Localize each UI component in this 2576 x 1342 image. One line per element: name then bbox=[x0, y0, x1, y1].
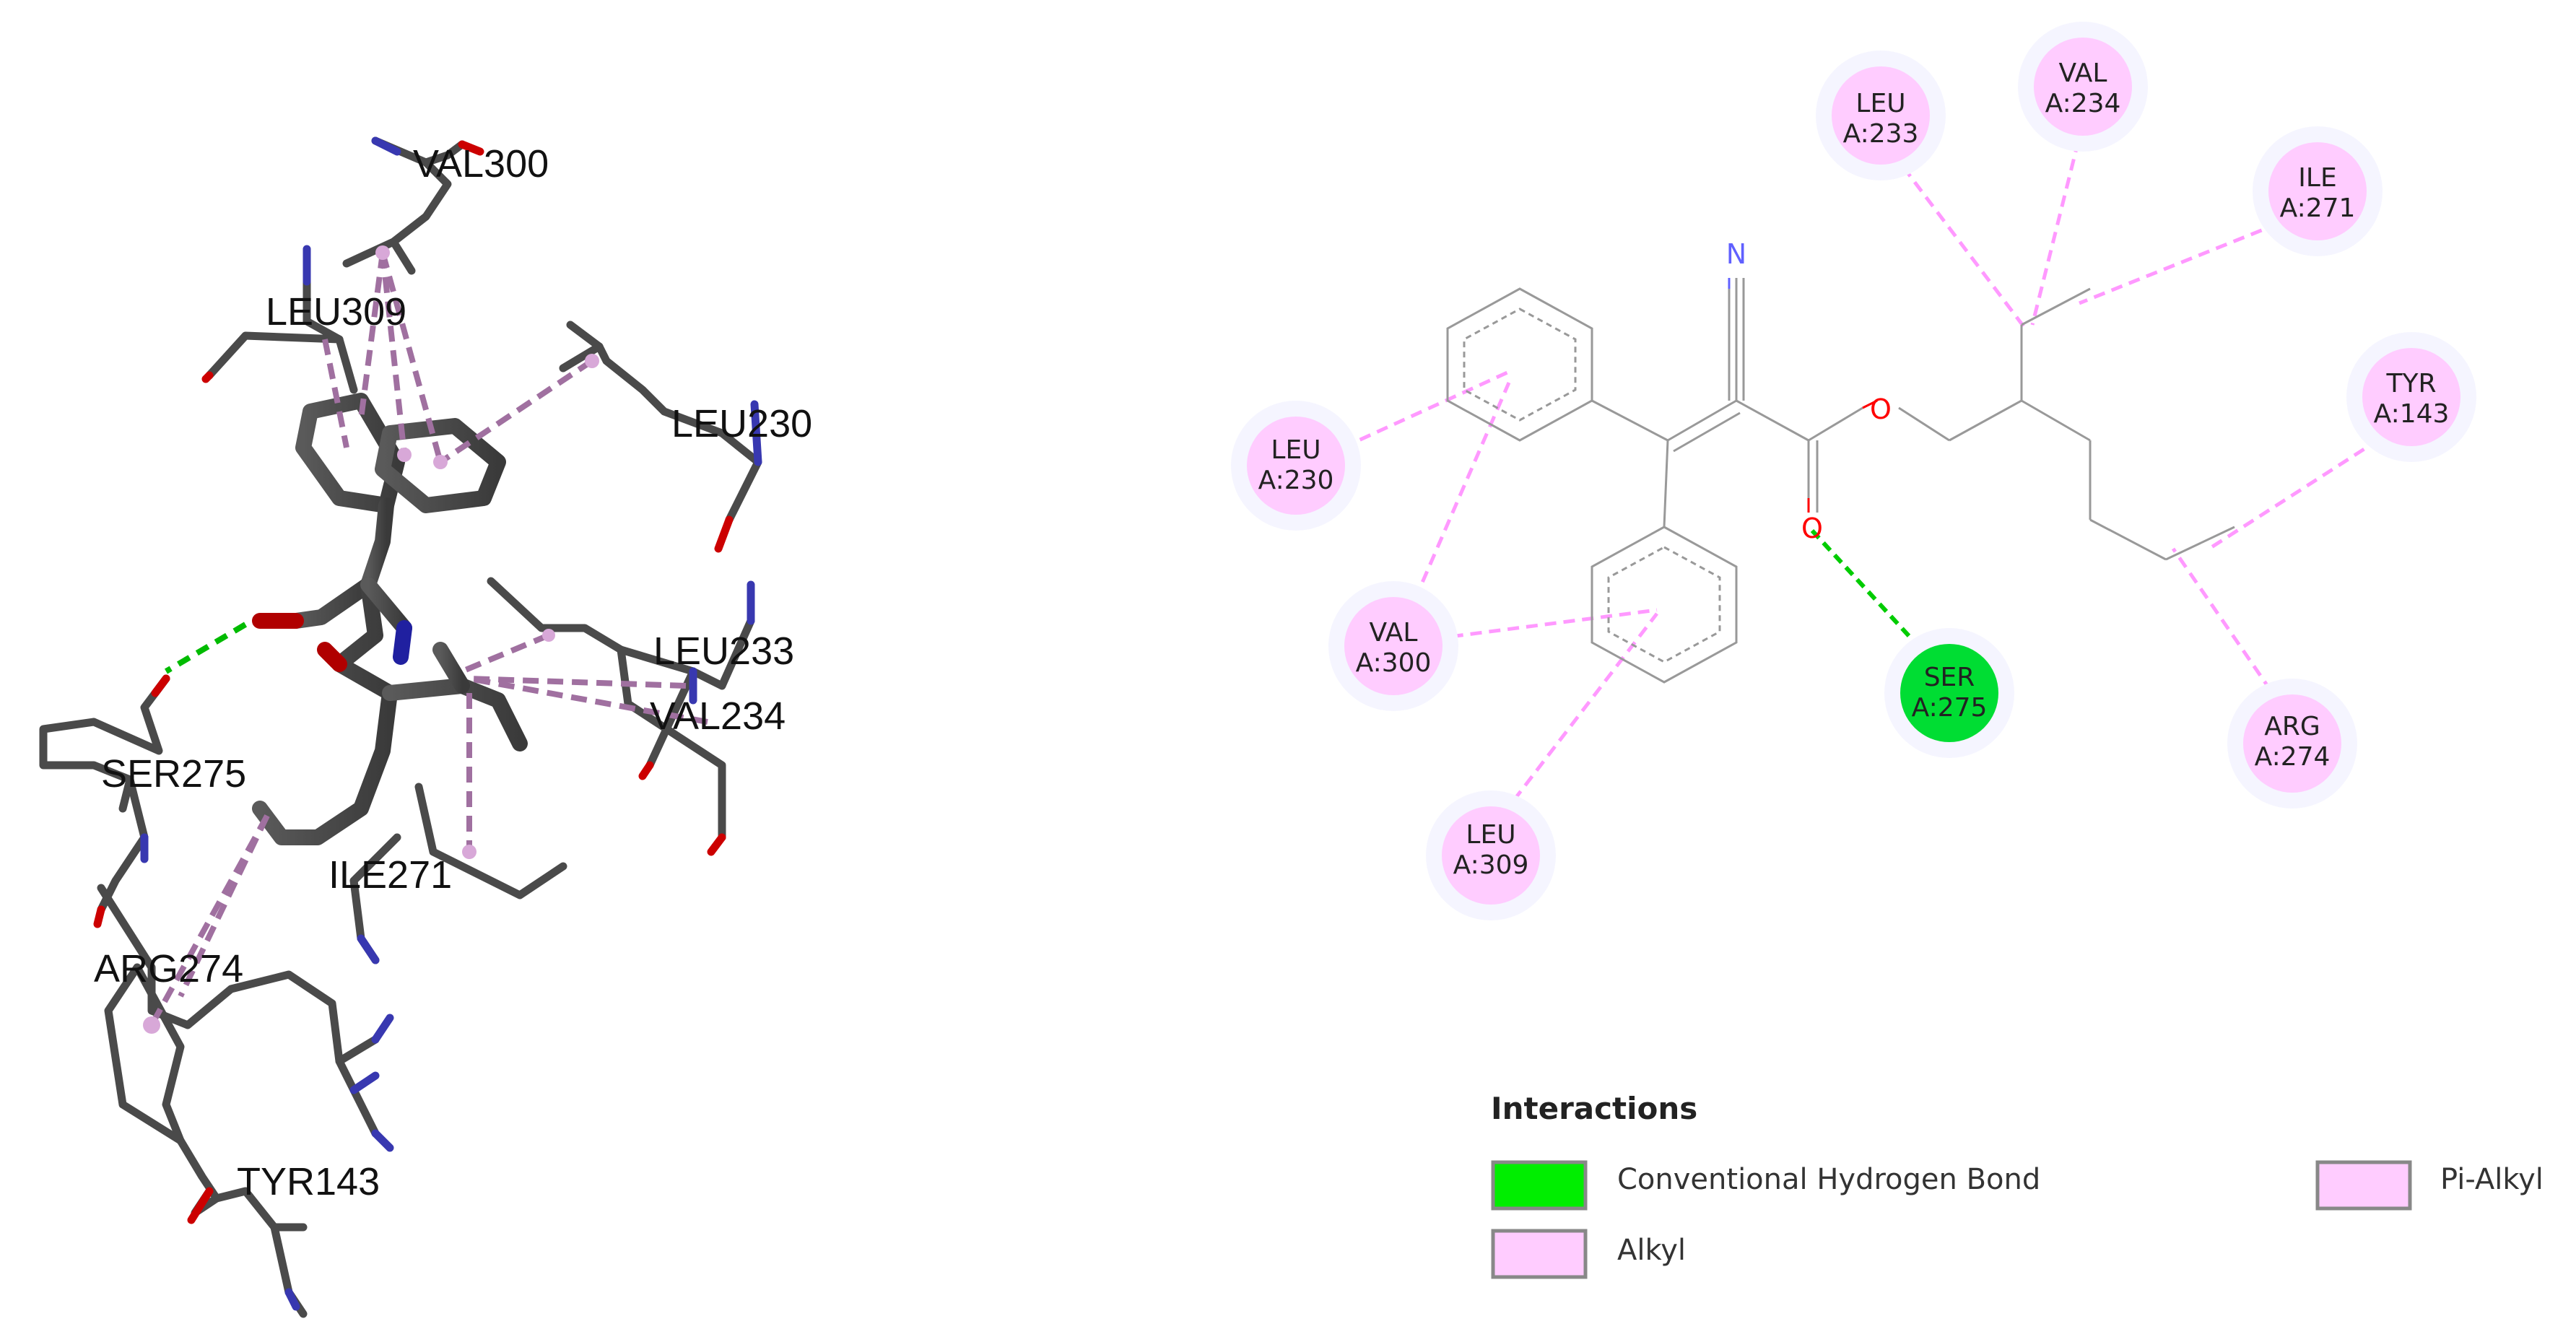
legend-item-alkyl: Alkyl bbox=[1491, 1229, 1686, 1279]
svg-text:Alkyl: Alkyl bbox=[1617, 1234, 1686, 1267]
svg-text:A:271: A:271 bbox=[2280, 193, 2356, 223]
residue-ile271[interactable]: ILE A:271 bbox=[2253, 126, 2383, 256]
ligand-heteroatoms bbox=[252, 613, 412, 672]
residue-arg274[interactable]: ARG A:274 bbox=[2227, 679, 2357, 809]
svg-text:A:230: A:230 bbox=[1258, 466, 1334, 495]
label-leu233: LEU233 bbox=[653, 629, 794, 673]
legend-item-hbond: Conventional Hydrogen Bond bbox=[1491, 1160, 2040, 1211]
svg-text:A:300: A:300 bbox=[1356, 648, 1432, 678]
3d-contact-centroids bbox=[143, 245, 599, 1034]
label-val300: VAL300 bbox=[413, 142, 549, 186]
line-val300-ring1 bbox=[1413, 382, 1511, 600]
svg-text:VAL: VAL bbox=[1369, 618, 1417, 648]
line-leu309 bbox=[1489, 612, 1658, 832]
svg-text:Conventional Hydrogen Bond: Conventional Hydrogen Bond bbox=[1617, 1163, 2040, 1196]
line-val234 bbox=[2030, 122, 2085, 326]
residue-tyr143[interactable]: TYR A:143 bbox=[2346, 332, 2476, 462]
residue-val300[interactable]: VAL A:300 bbox=[1328, 581, 1458, 711]
residue-ser275[interactable]: SER A:275 bbox=[1884, 628, 2014, 758]
3d-alkyl-contacts bbox=[149, 251, 708, 1027]
residue-leu309[interactable]: LEU A:309 bbox=[1426, 790, 1556, 920]
ligand-2d bbox=[1446, 278, 2235, 684]
svg-text:Pi-Alkyl: Pi-Alkyl bbox=[2440, 1163, 2544, 1196]
svg-text:LEU: LEU bbox=[1271, 435, 1320, 465]
svg-text:ARG: ARG bbox=[2264, 712, 2320, 741]
residue-discs: LEU A:233 VAL A:234 ILE A:271 TYR A:143 … bbox=[1231, 22, 2476, 920]
legend-item-pi-alkyl: Pi-Alkyl bbox=[2315, 1160, 2544, 1211]
atom-o-carbonyl: O bbox=[1801, 513, 1823, 544]
svg-text:VAL: VAL bbox=[2058, 58, 2107, 88]
atom-n: N bbox=[1726, 238, 1746, 270]
label-leu230: LEU230 bbox=[671, 402, 812, 445]
svg-text:A:234: A:234 bbox=[2045, 89, 2121, 118]
svg-text:A:274: A:274 bbox=[2255, 742, 2331, 772]
line-val300 bbox=[1432, 608, 1658, 641]
atom-tips bbox=[93, 136, 762, 1311]
svg-text:A:143: A:143 bbox=[2374, 399, 2450, 429]
residue-leu233[interactable]: LEU A:233 bbox=[1816, 51, 1946, 180]
svg-text:A:233: A:233 bbox=[1843, 119, 1919, 149]
svg-text:SER: SER bbox=[1924, 663, 1975, 692]
residue-val234[interactable]: VAL A:234 bbox=[2018, 22, 2148, 152]
interactions-legend: Interactions Conventional Hydrogen Bond … bbox=[1491, 1091, 2544, 1279]
label-val234: VAL234 bbox=[650, 694, 786, 738]
label-leu309: LEU309 bbox=[266, 290, 406, 334]
svg-text:TYR: TYR bbox=[2386, 369, 2437, 398]
line-leu230 bbox=[1341, 370, 1510, 450]
svg-text:LEU: LEU bbox=[1855, 89, 1905, 118]
line-arg274 bbox=[2171, 547, 2294, 723]
residue-leu230[interactable]: LEU A:230 bbox=[1231, 401, 1361, 531]
svg-text:ILE: ILE bbox=[2298, 163, 2336, 193]
label-ser275: SER275 bbox=[101, 752, 246, 796]
label-ile271: ILE271 bbox=[328, 853, 452, 897]
label-tyr143: TYR143 bbox=[237, 1160, 380, 1203]
ligand-2d-heteroatom-bonds bbox=[1728, 278, 1878, 513]
3d-interaction-view: VAL300 LEU309 LEU230 LEU233 VAL234 SER27… bbox=[39, 136, 812, 1318]
svg-text:LEU: LEU bbox=[1466, 820, 1515, 850]
atom-o-ester: O bbox=[1870, 393, 1892, 425]
legend-title: Interactions bbox=[1491, 1091, 1697, 1126]
3d-hbond-contact bbox=[164, 622, 248, 674]
label-arg274: ARG274 bbox=[94, 947, 243, 990]
svg-text:A:275: A:275 bbox=[1912, 693, 1988, 723]
svg-text:A:309: A:309 bbox=[1453, 850, 1529, 880]
3d-residue-labels: VAL300 LEU309 LEU230 LEU233 VAL234 SER27… bbox=[94, 142, 812, 1203]
